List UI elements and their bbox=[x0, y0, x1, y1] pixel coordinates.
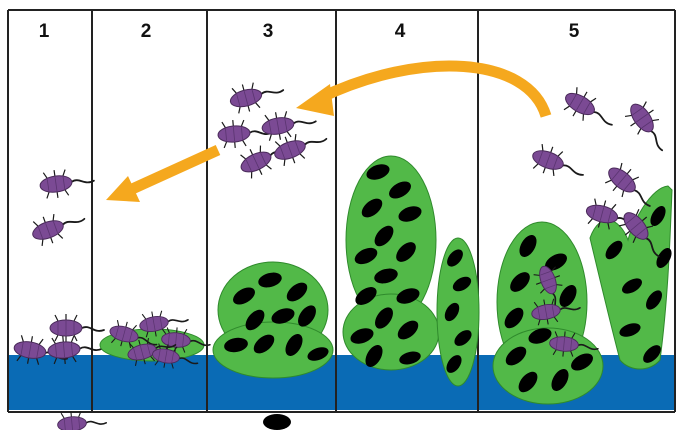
panel-5-label: 5 bbox=[569, 21, 580, 42]
embedded-cell-icon bbox=[263, 414, 291, 430]
panel-4-label: 4 bbox=[395, 21, 406, 42]
panel-3-label: 3 bbox=[263, 21, 274, 42]
panel-3-microcolony bbox=[213, 262, 333, 378]
panel-1-label: 1 bbox=[39, 21, 50, 42]
panel-2-label: 2 bbox=[141, 21, 152, 42]
